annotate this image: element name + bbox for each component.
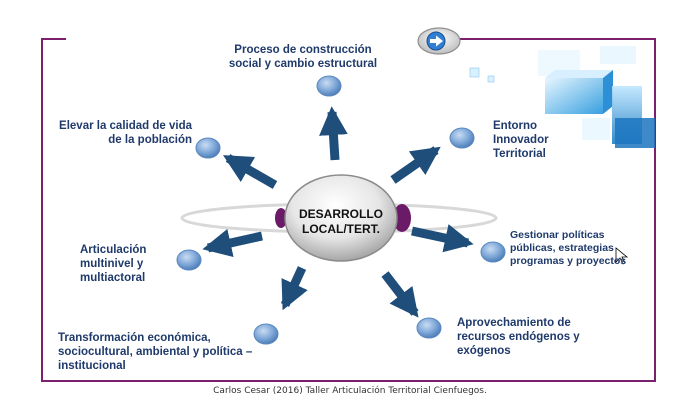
node-label-lower-right: Aprovechamiento de recursos endógenos y … [457,316,597,358]
node-label-right: Gestionar políticas públicas, estrategia… [510,229,645,268]
node-left-line3: multiactoral [80,272,146,284]
node-lower-left-line2: sociocultural, ambiental y política – [58,346,253,358]
node-left-line1: Articulación [80,244,147,256]
arrow-upper-right [390,146,441,184]
node-right-line3: programas y proyectos [510,255,627,267]
node-lower-right-line2: recursos endógenos y [457,331,580,343]
arrow-right-icon [417,27,461,55]
center-label-line1: DESARROLLO [299,207,383,221]
node-top-line2: social y cambio estructural [228,58,378,70]
bubble-upper-right [449,127,475,149]
frame-gap [66,34,418,42]
decorative-cubes [469,46,655,148]
node-upper-left-line2: de la población [108,134,192,146]
center-label-line2: LOCAL/TERT. [302,222,380,236]
bubble-lower-right [416,317,442,339]
node-upper-right-line2: Innovador [493,134,549,146]
node-label-upper-right: Entorno Innovador Territorial [493,119,573,161]
node-lower-right-line1: Aprovechamiento de [457,317,571,329]
node-lower-left-line1: Transformación económica, [58,332,211,344]
node-upper-right-line3: Territorial [493,148,546,160]
center-label: DESARROLLO LOCAL/TERT. [288,207,394,237]
bubble-left [176,249,202,271]
bubble-top [316,75,342,97]
node-label-upper-left: Elevar la calidad de vida de la població… [40,119,192,147]
arrow-left [202,228,263,258]
node-label-top: Proceso de construcción social y cambio … [212,43,394,71]
node-lower-right-line3: exógenos [457,345,511,357]
arrow-lower-left [280,266,308,311]
footer-citation: Carlos Cesar (2016) Taller Articulación … [213,386,487,396]
next-slide-button[interactable] [416,26,462,56]
node-left-line2: multinivel y [80,258,144,270]
node-lower-left-line3: institucional [58,360,126,372]
hub-accent-right [393,204,411,232]
node-label-left: Articulación multinivel y multiactoral [80,243,180,285]
bubble-lower-left [253,323,279,345]
node-upper-left-line1: Elevar la calidad de vida [59,120,192,132]
node-top-line1: Proceso de construcción [234,44,372,56]
node-label-lower-left: Transformación económica, sociocultural,… [58,331,268,373]
arrow-top [319,106,348,161]
center-hub [284,174,398,262]
node-right-line2: públicas, estrategias [510,242,614,254]
hub-accent-left [275,208,287,228]
bubble-right [480,241,506,263]
arrow-right [411,224,474,253]
arrow-upper-left [223,154,278,189]
node-right-line1: Gestionar políticas [510,229,605,241]
bubble-upper-left [195,137,221,159]
arrow-lower-right [381,271,419,318]
node-upper-right-line1: Entorno [493,120,538,132]
mouse-cursor-icon [615,247,629,265]
